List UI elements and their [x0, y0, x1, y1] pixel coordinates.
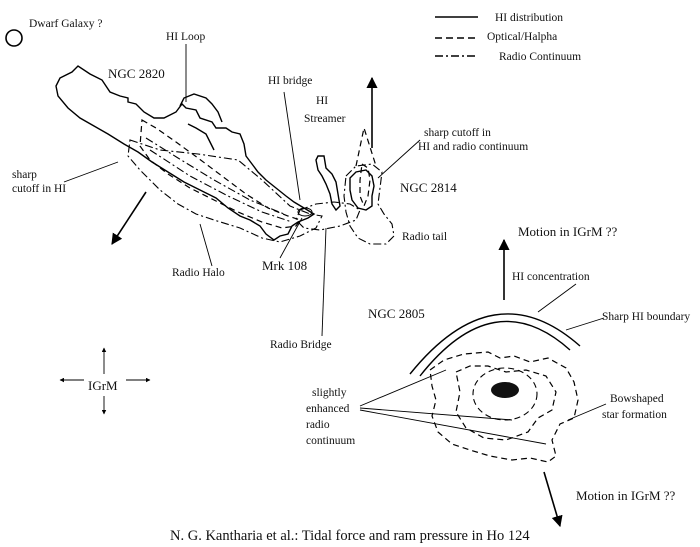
ngc2814-optical	[359, 162, 371, 208]
radio-halo-label: Radio Halo	[172, 267, 225, 279]
ngc2814-radio-tail	[343, 163, 395, 245]
sharp-cutoff-radio-label: HI and radio continuum	[418, 141, 528, 153]
hi-streamer-label: Streamer	[304, 113, 346, 125]
hi-boundary-arc-outer	[409, 313, 581, 375]
enhanced-radio-label: enhanced	[306, 403, 350, 415]
bowshaped-label: star formation	[602, 409, 667, 421]
hi-concentration-leader	[537, 283, 577, 313]
mrk108-marker	[297, 207, 313, 217]
hi-streamer	[315, 155, 341, 212]
hi-bridge-leader	[283, 91, 301, 201]
dwarf-galaxy-label: Dwarf Galaxy ?	[29, 18, 102, 30]
igrm-label: IGrM	[88, 378, 118, 393]
sharp-cutoff-hi-label: sharp	[12, 169, 37, 181]
legend-label: Radio Continuum	[499, 51, 581, 63]
legend-label: Optical/Halpha	[487, 31, 557, 43]
ngc2805-label: NGC 2805	[368, 306, 425, 321]
ngc2805-optical-outline	[429, 351, 579, 463]
radio-halo-leader	[199, 223, 213, 267]
sharp-hi-boundary-label: Sharp HI boundary	[602, 311, 690, 323]
hi-loop-contour	[179, 93, 223, 123]
hi-loop-label: HI Loop	[166, 31, 206, 43]
motion-top-label: Motion in IGrM ??	[518, 224, 618, 239]
ngc2805-ring	[472, 367, 538, 421]
enhanced-radio-label: continuum	[306, 435, 355, 447]
ngc2820-radio-inner	[149, 149, 293, 223]
motion-bottom-arrow	[543, 471, 563, 528]
enhanced-radio-label: slightly	[312, 387, 347, 399]
enhanced-radio-leader	[359, 407, 513, 421]
sharp-cutoff-hi-leader	[63, 161, 119, 183]
hi-bridge-label: HI bridge	[268, 75, 312, 87]
legend-label: HI distribution	[495, 12, 563, 24]
enhanced-radio-leader	[359, 409, 547, 445]
ngc2820-label: NGC 2820	[108, 66, 165, 81]
mrk108-leader	[279, 217, 303, 259]
ngc2820-hi-contour	[55, 65, 316, 241]
enhanced-radio-leader	[359, 369, 447, 407]
ngc2820-inner-step	[187, 123, 215, 151]
ngc2805-inner-contour	[455, 365, 557, 441]
sharp-hi-boundary-leader	[565, 317, 605, 331]
enhanced-radio-label: radio	[306, 419, 330, 431]
ngc2820-radio-halo	[127, 139, 323, 243]
radio-bridge-label: Radio Bridge	[270, 339, 332, 351]
ngc2805-nucleus	[491, 382, 519, 398]
sharp-cutoff-radio-label: sharp cutoff in	[424, 127, 491, 139]
radio-bridge-leader	[321, 227, 327, 337]
bowshaped-label: Bowshaped	[610, 393, 664, 405]
radio-bridge	[295, 201, 361, 231]
hi-streamer-label: HI	[316, 95, 328, 107]
dwarf-galaxy-marker	[5, 29, 23, 47]
mrk108-label: Mrk 108	[262, 258, 307, 273]
hi-boundary-arc-inner	[419, 320, 571, 377]
motion-bottom-label: Motion in IGrM ??	[576, 488, 676, 503]
radio-tail-label: Radio tail	[402, 231, 447, 243]
bowshaped-leader	[567, 403, 607, 421]
figure-caption: N. G. Kantharia et al.: Tidal force and …	[170, 528, 530, 544]
ngc2820-radio-inner	[145, 137, 285, 215]
sharp-cutoff-radio-leader	[377, 139, 421, 179]
ngc2814-hi-contour	[349, 169, 375, 211]
hi-concentration-label: HI concentration	[512, 271, 590, 283]
legend: HI distribution Optical/Halpha Radio Con…	[435, 12, 581, 63]
ngc2814-label: NGC 2814	[400, 180, 457, 195]
sharp-cutoff-hi-label: cutoff in HI	[12, 183, 66, 195]
ngc2820-motion-arrow	[111, 191, 147, 245]
ngc2820-optical	[139, 119, 301, 229]
ngc2814-optical-wedge	[355, 125, 377, 167]
